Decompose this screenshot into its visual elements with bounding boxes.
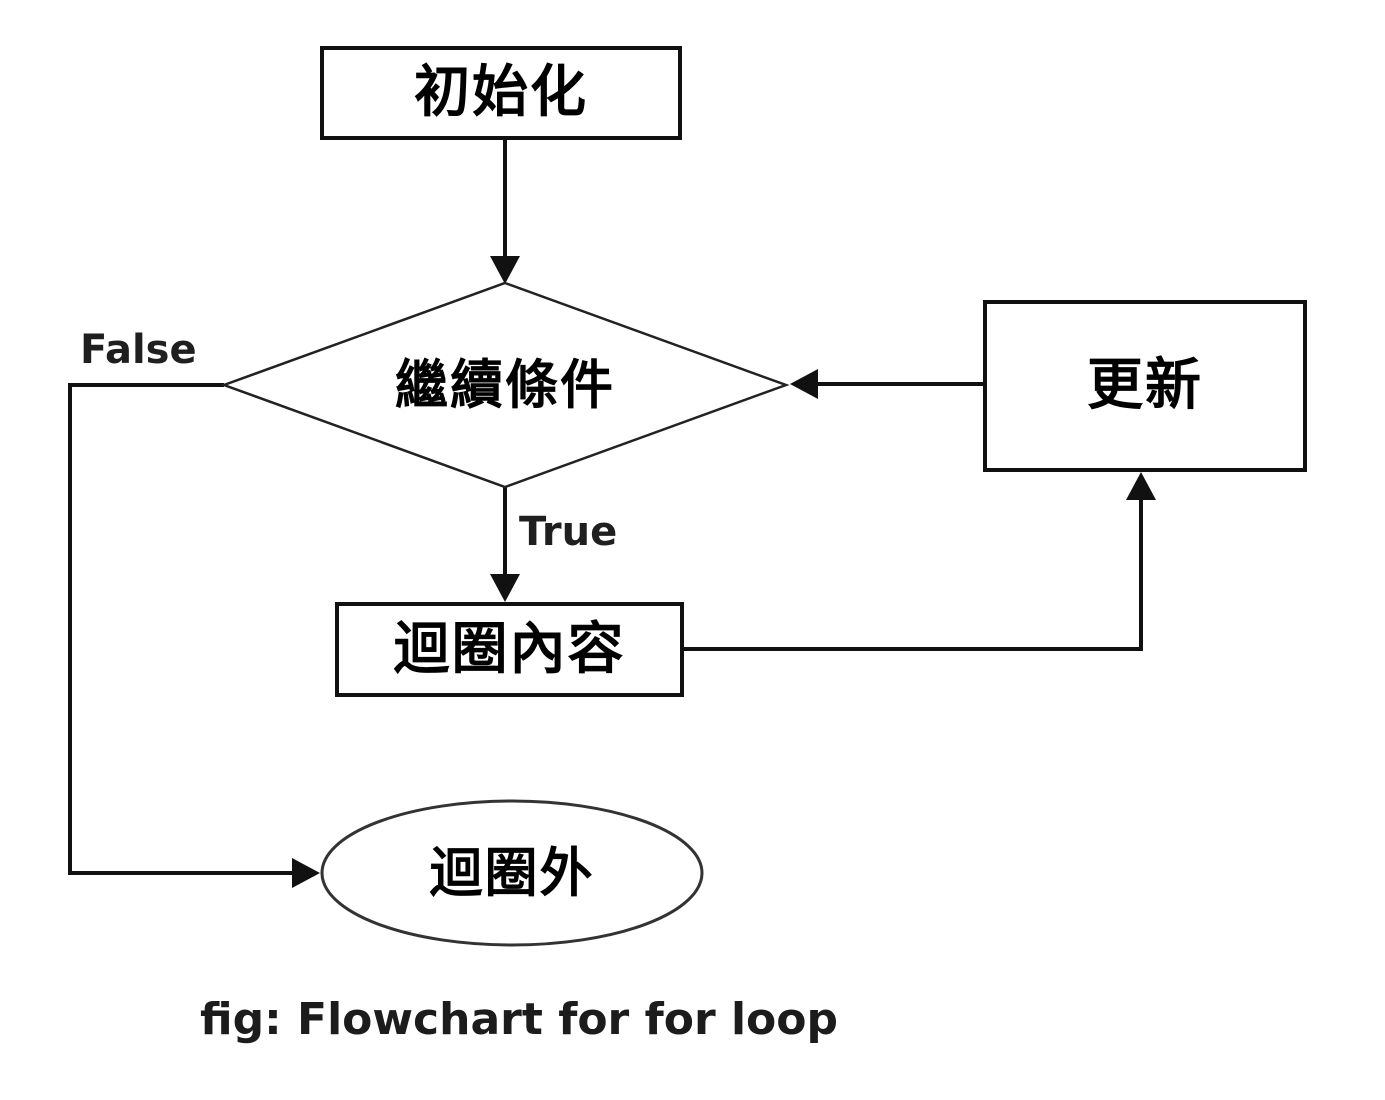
- loop-exit-ellipse-label: 迴圈外: [429, 842, 595, 904]
- arrow-init-to-condition: [490, 138, 520, 284]
- condition-diamond-shape: [220, 281, 790, 489]
- init-box-label: 初始化: [414, 60, 588, 125]
- arrow-condition-to-exit: [68, 383, 320, 888]
- loop-body-box-shape: [335, 602, 684, 697]
- arrow-body-to-update: [682, 472, 1156, 651]
- loop-body-box-label: 迴圈內容: [393, 616, 626, 682]
- loop-exit-ellipse-shape: [320, 799, 704, 947]
- true-edge-label: True: [519, 509, 618, 555]
- arrow-update-to-condition: [790, 369, 985, 399]
- arrow-condition-to-body: [490, 487, 520, 602]
- false-edge-label: False: [80, 327, 197, 373]
- init-box-shape: [320, 46, 682, 140]
- figure-caption: fig: Flowchart for for loop: [200, 994, 838, 1045]
- update-box-label: 更新: [1087, 353, 1203, 418]
- update-box-shape: [983, 300, 1307, 472]
- condition-diamond-label: 繼續條件: [395, 354, 615, 416]
